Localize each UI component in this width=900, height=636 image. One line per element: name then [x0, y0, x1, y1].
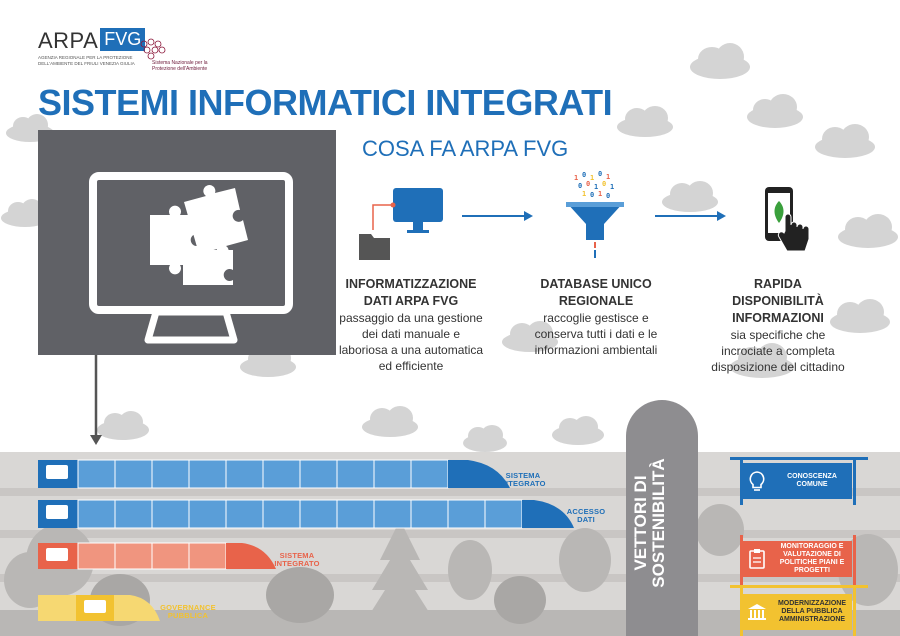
step-heading: RAPIDA DISPONIBILITÀ INFORMAZIONI — [732, 277, 824, 325]
train-sistema-integrato-orange — [38, 542, 276, 570]
step-disponibilita: RAPIDA DISPONIBILITÀ INFORMAZIONI sia sp… — [708, 276, 848, 375]
logo-subtitle: AGENZIA REGIONALE PER LA PROTEZIONE DELL… — [38, 55, 135, 66]
track-band — [0, 488, 900, 496]
monitor-puzzle-icon — [89, 172, 293, 344]
sign-modernizzazione: MODERNIZZAZIONE DELLA PUBBLICA AMMINISTR… — [742, 594, 852, 630]
svg-text:1: 1 — [606, 173, 610, 181]
train-label-accesso-dati: ACCESSO DATI — [566, 507, 606, 525]
down-arrow-icon — [90, 355, 102, 445]
svg-text:1: 1 — [598, 190, 602, 198]
logo-fvg-text: FVG — [100, 28, 146, 51]
computer-folder-icon — [359, 188, 443, 260]
svg-text:0: 0 — [602, 180, 606, 188]
step-informatizzazione: INFORMATIZZAZIONE DATI ARPA FVG passaggi… — [338, 276, 484, 375]
svg-text:1: 1 — [590, 174, 594, 182]
page-subtitle: COSA FA ARPA FVG — [362, 136, 569, 161]
svg-text:0: 0 — [598, 170, 602, 178]
sign-label: MONITORAGGIO E VALUTAZIONE DI POLITICHE … — [779, 542, 845, 575]
sign-monitoraggio: MONITORAGGIO E VALUTAZIONE DI POLITICHE … — [742, 541, 852, 577]
svg-text:0: 0 — [578, 182, 582, 190]
vettori-label: VETTORI DI SOSTENIBILITÀ — [631, 458, 668, 588]
train-label-sistema-integrato-orange: SISTEMA INTEGRATO — [274, 551, 320, 569]
vettori-oval — [626, 400, 698, 636]
sign-conoscenza-comune: CONOSCENZA COMUNE — [742, 463, 852, 499]
sign-label: MODERNIZZAZIONE DELLA PUBBLICA AMMINISTR… — [777, 599, 847, 624]
step-heading: DATABASE UNICO REGIONALE — [540, 277, 652, 308]
logo-arpa-text: ARPA — [38, 28, 99, 53]
svg-text:1: 1 — [574, 174, 578, 182]
trains — [38, 459, 574, 621]
train-label-governance: GOVERNANCE PUBBLICA — [160, 603, 216, 621]
svg-text:0: 0 — [586, 180, 590, 188]
svg-text:0: 0 — [582, 171, 586, 179]
svg-text:1: 1 — [610, 183, 614, 191]
smartphone-touch-icon — [765, 187, 810, 252]
snpa-logo-text: Sistema Nazionale per la Protezione dell… — [152, 60, 208, 72]
step-body: raccoglie gestisce e conserva tutti i da… — [534, 310, 658, 358]
step-database: DATABASE UNICO REGIONALE raccoglie gesti… — [530, 276, 662, 358]
svg-text:1: 1 — [594, 183, 598, 191]
step-body: passaggio da una gestione dei dati manua… — [338, 310, 484, 374]
lightbulb-icon — [742, 466, 772, 496]
step-body: sia specifiche che incrociate a completa… — [711, 327, 845, 374]
train-sistema-integrato-blue — [38, 459, 510, 489]
train-governance-yellow — [38, 595, 160, 621]
sign-posts — [730, 457, 868, 636]
arrow-right-icon — [462, 211, 533, 221]
step-heading: INFORMATIZZAZIONE DATI ARPA FVG — [345, 277, 477, 308]
train-label-sistema-integrato: SISTEMA INTEGRATO — [500, 471, 546, 489]
track-band — [0, 530, 900, 538]
page-title: SISTEMI INFORMATICI INTEGRATI — [38, 82, 613, 123]
clipboard-icon — [742, 544, 772, 574]
svg-text:0: 0 — [590, 191, 594, 199]
snpa-logo-icon — [140, 38, 166, 60]
svg-text:0: 0 — [606, 192, 610, 200]
train-accesso-dati-blue — [38, 499, 574, 529]
svg-text:1: 1 — [582, 190, 586, 198]
sign-label: CONOSCENZA COMUNE — [787, 472, 837, 488]
arrow-right-icon — [655, 211, 726, 221]
background-clouds — [1, 43, 898, 452]
building-icon — [742, 597, 772, 627]
